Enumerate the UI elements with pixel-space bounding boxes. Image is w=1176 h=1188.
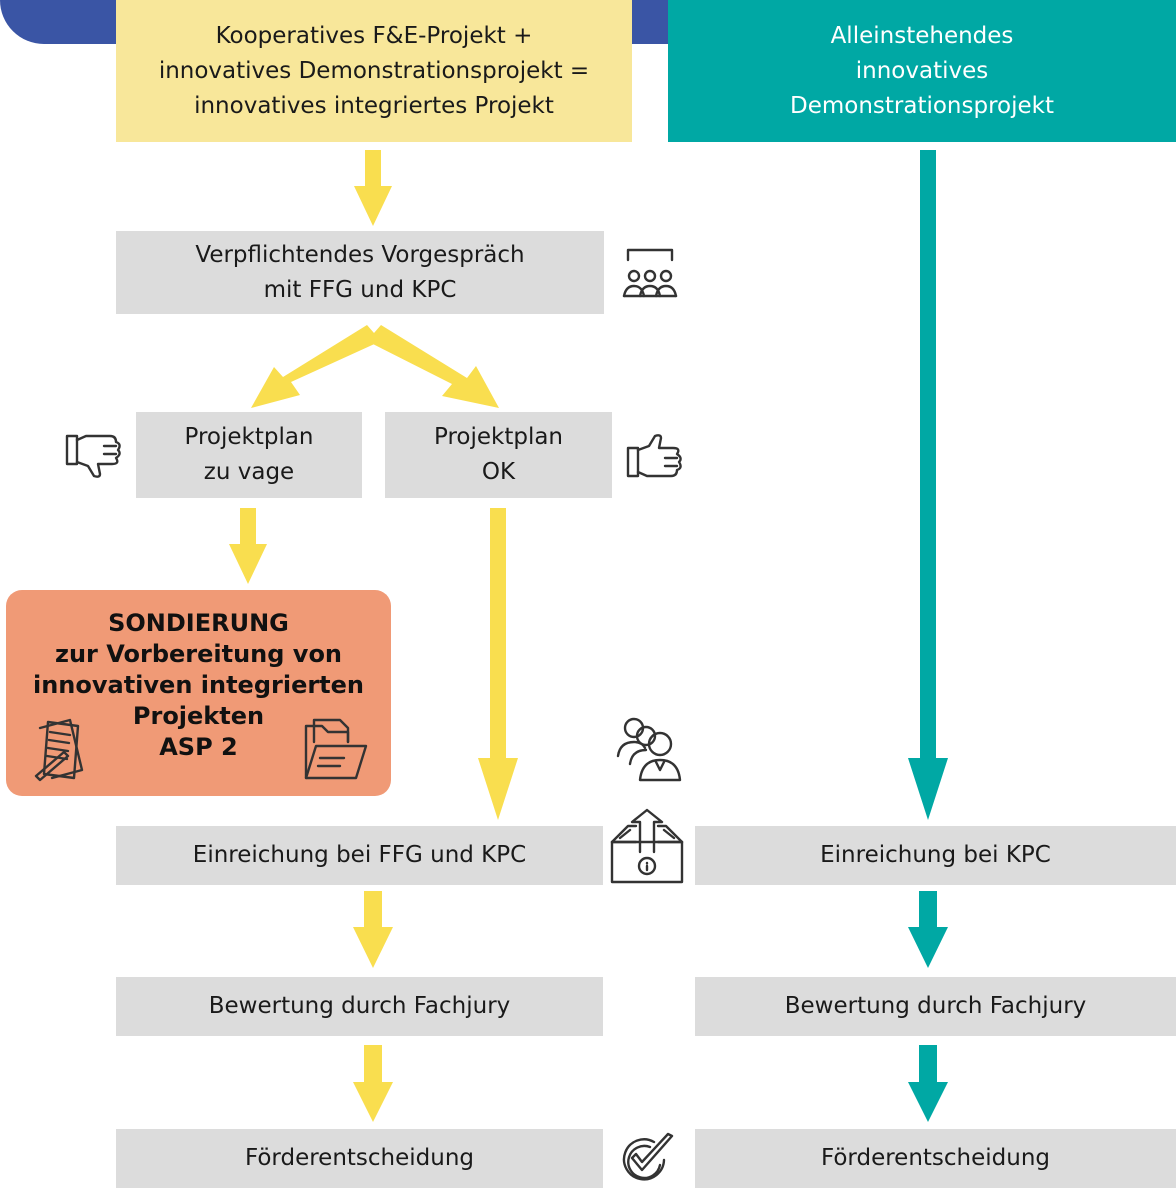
jury-group-icon: [616, 717, 682, 782]
standalone-project-line1: Alleinstehendes: [830, 22, 1014, 49]
right-jury-box: Bewertung durch Fachjury: [695, 977, 1176, 1036]
arrow-ok-to-submission: [478, 508, 518, 820]
mandatory-meeting-line2: mit FFG und KPC: [263, 276, 457, 303]
arrow-submission-to-jury-right: [908, 891, 948, 968]
left-submission-label: Einreichung bei FFG und KPC: [192, 842, 527, 868]
plan-too-vague-line2: zu vage: [203, 459, 295, 485]
arrow-submission-to-jury-left: [353, 891, 393, 968]
integrated-project-line3: innovatives integriertes Projekt: [194, 92, 554, 119]
sondierung-line3: innovativen integrierten: [32, 671, 365, 699]
document-pen-icon: [34, 718, 84, 782]
folder-icon: [304, 718, 368, 780]
thumbs-up-icon: [626, 434, 682, 478]
plan-ok-line2: OK: [481, 459, 516, 485]
left-jury-label: Bewertung durch Fachjury: [208, 993, 511, 1019]
sondierung-line4: Projekten: [132, 702, 265, 730]
left-jury-box: Bewertung durch Fachjury: [116, 977, 603, 1036]
thumbs-down-icon: [65, 434, 121, 478]
arrow-meeting-to-vague: [251, 325, 381, 408]
integrated-project-line2: innovatives Demonstrationsprojekt =: [158, 57, 590, 84]
plan-too-vague-box: Projektplan zu vage: [136, 412, 362, 498]
integrated-project-box: Kooperatives F&E-Projekt + innovatives D…: [116, 0, 632, 142]
plan-ok-line1: Projektplan: [433, 424, 564, 450]
sondierung-line5: ASP 2: [159, 733, 238, 761]
right-submission-box: Einreichung bei KPC: [695, 826, 1176, 885]
integrated-project-line1: Kooperatives F&E-Projekt +: [215, 22, 533, 49]
arrow-standalone-to-submission: [908, 150, 948, 820]
check-circle-icon: [622, 1132, 674, 1181]
standalone-project-line2: innovatives: [855, 57, 989, 84]
plan-ok-box: Projektplan OK: [385, 412, 612, 498]
meeting-group-icon: [622, 248, 678, 298]
plan-too-vague-line1: Projektplan: [184, 424, 314, 450]
right-decision-label: Förderentscheidung: [820, 1145, 1051, 1171]
left-decision-box: Förderentscheidung: [116, 1129, 603, 1188]
arrow-jury-to-decision-right: [908, 1045, 948, 1122]
sondierung-line1: SONDIERUNG: [108, 609, 289, 637]
left-submission-box: Einreichung bei FFG und KPC: [116, 826, 603, 885]
sondierung-line2: zur Vorbereitung von: [54, 640, 343, 668]
right-decision-box: Förderentscheidung: [695, 1129, 1176, 1188]
arrow-vague-to-sondierung: [229, 508, 267, 584]
mandatory-meeting-line1: Verpflichtendes Vorgespräch: [195, 241, 525, 268]
arrow-top-to-meeting: [354, 150, 392, 226]
right-submission-label: Einreichung bei KPC: [820, 842, 1051, 868]
sondierung-box: SONDIERUNG zur Vorbereitung von innovati…: [6, 590, 391, 796]
upload-box-icon: [610, 808, 684, 884]
mandatory-meeting-box: Verpflichtendes Vorgespräch mit FFG und …: [116, 231, 604, 314]
arrow-jury-to-decision-left: [353, 1045, 393, 1122]
standalone-project-box: Alleinstehendes innovatives Demonstratio…: [668, 0, 1176, 142]
right-jury-label: Bewertung durch Fachjury: [784, 993, 1087, 1019]
left-decision-label: Förderentscheidung: [244, 1145, 475, 1171]
arrow-meeting-to-ok: [367, 325, 499, 408]
standalone-project-line3: Demonstrationsprojekt: [789, 92, 1054, 119]
